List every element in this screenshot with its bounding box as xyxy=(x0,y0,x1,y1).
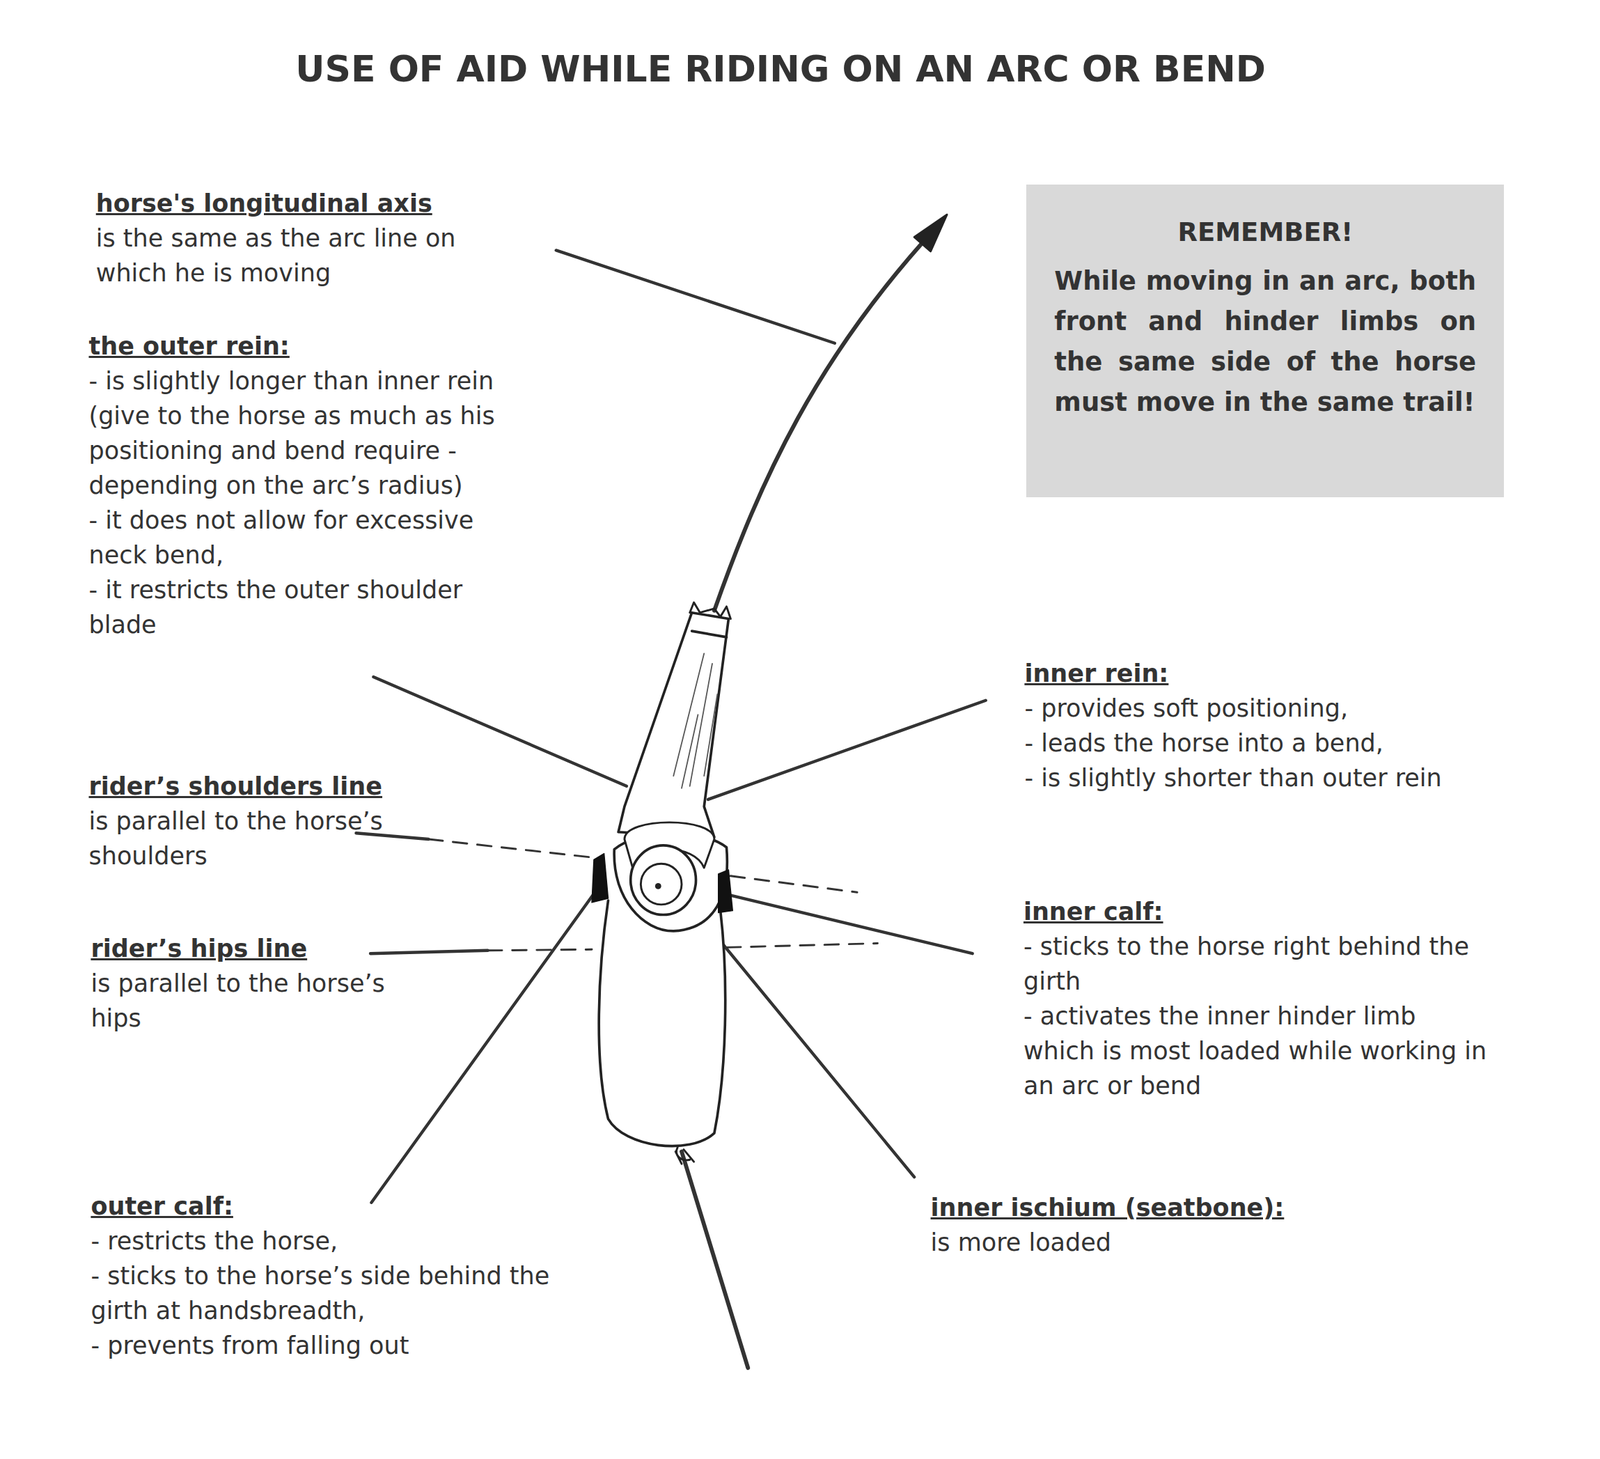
hips-line xyxy=(726,943,878,948)
leader-line xyxy=(370,950,489,954)
rider-head xyxy=(655,882,662,890)
tail xyxy=(675,1147,694,1164)
hips-line xyxy=(488,948,592,950)
callout-text: is the same as the arc line on which he … xyxy=(96,220,525,291)
callout-text: - is slightly shorter than outer rein xyxy=(1024,760,1463,796)
callout-text: - provides soft positioning, xyxy=(1024,690,1463,726)
note-text: While moving in an arc, both front and h… xyxy=(1054,261,1477,423)
callout-text: - sticks to the horse right behind the g… xyxy=(1023,928,1493,999)
callout-text: is parallel to the horse’s hips xyxy=(90,965,428,1036)
mane xyxy=(673,653,718,788)
callout-heading: horse's longitudinal axis xyxy=(96,185,525,221)
note-box: REMEMBER! While moving in an arc, both fr… xyxy=(1026,184,1504,497)
callout-group: rider’s shoulders lineis parallel to the… xyxy=(89,768,427,874)
leader-line xyxy=(371,891,595,1203)
callout-text: - leads the horse into a bend, xyxy=(1024,725,1463,761)
callout-heading: the outer rein: xyxy=(89,328,539,364)
callout-group: horse's longitudinal axisis the same as … xyxy=(96,185,525,291)
callout-text: - prevents from falling out xyxy=(90,1327,571,1363)
callout-group: inner rein:- provides soft positioning,-… xyxy=(1024,655,1463,796)
callout-heading: rider’s hips line xyxy=(90,930,428,966)
rider-leg xyxy=(718,869,734,913)
callout-text: - it does not allow for excessive neck b… xyxy=(89,502,539,573)
callout-text: - restricts the horse, xyxy=(90,1223,571,1259)
leader-line xyxy=(730,895,972,954)
callout-group: rider’s hips lineis parallel to the hors… xyxy=(90,930,428,1036)
callout-heading: outer calf: xyxy=(90,1188,571,1224)
leader-line xyxy=(701,918,915,1177)
arc-line xyxy=(714,226,937,611)
rider-body xyxy=(630,845,697,915)
horse-body xyxy=(598,900,726,1147)
leader-line xyxy=(708,700,986,800)
callout-heading: inner rein: xyxy=(1024,655,1463,691)
leader-line xyxy=(373,676,626,787)
shoulders-line xyxy=(730,875,858,892)
callout-text: is parallel to the horse’s shoulders xyxy=(89,803,427,874)
callout-heading: rider’s shoulders line xyxy=(89,768,427,804)
horse-neck xyxy=(618,612,729,837)
callout-text: - sticks to the horse’s side behind the … xyxy=(90,1258,571,1328)
bridle xyxy=(692,630,727,638)
diagram-title: USE OF AID WHILE RIDING ON AN ARC OR BEN… xyxy=(295,46,1266,92)
callout-group: inner ischium (seatbone):is more loaded xyxy=(930,1189,1360,1260)
callout-group: inner calf:- sticks to the horse right b… xyxy=(1023,893,1493,1103)
shoulders-line xyxy=(428,838,594,858)
callout-text: - activates the inner hinder limb which … xyxy=(1023,998,1493,1103)
callout-text: is more loaded xyxy=(930,1224,1360,1260)
arc-line xyxy=(681,1151,748,1369)
callout-text: - it restricts the outer shoulder blade xyxy=(89,572,539,642)
callout-group: the outer rein:- is slightly longer than… xyxy=(89,328,539,642)
note-heading: REMEMBER! xyxy=(1054,215,1477,250)
horse-ears xyxy=(689,602,732,619)
callout-heading: inner calf: xyxy=(1023,893,1493,929)
rider-head xyxy=(640,863,682,905)
leader-line xyxy=(556,249,835,343)
callout-text: - is slightly longer than inner rein (gi… xyxy=(89,363,539,503)
callout-group: outer calf:- restricts the horse,- stick… xyxy=(90,1188,571,1363)
arrowhead xyxy=(914,214,947,252)
callout-heading: inner ischium (seatbone): xyxy=(930,1189,1360,1225)
rider-leg xyxy=(591,853,608,903)
